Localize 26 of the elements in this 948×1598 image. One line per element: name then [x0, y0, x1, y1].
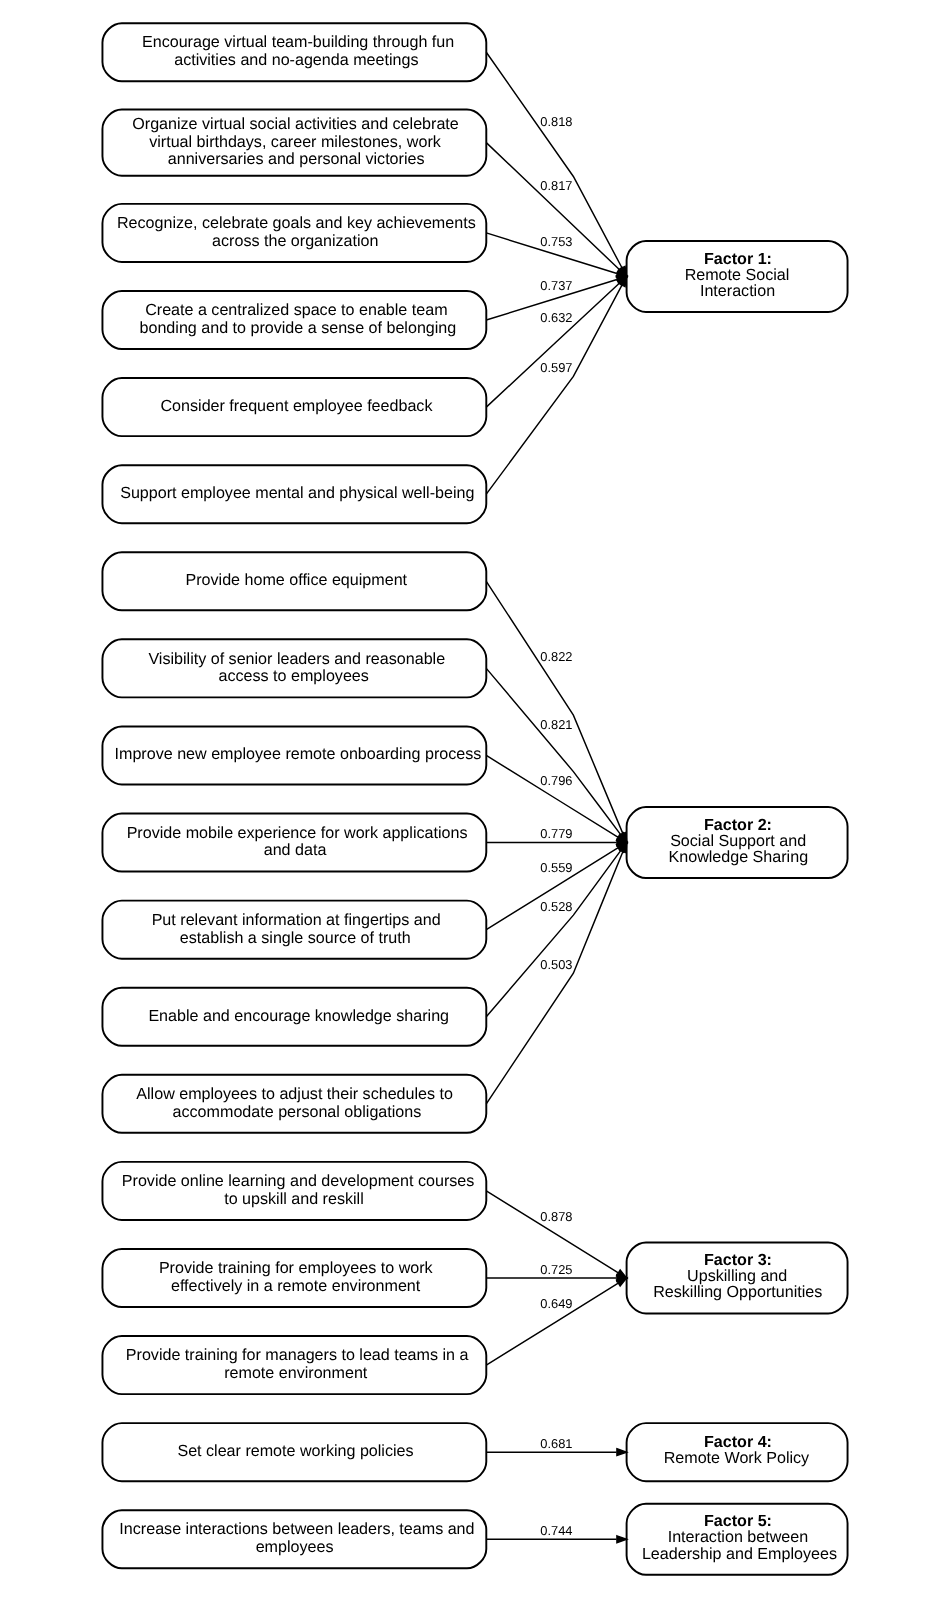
node-box: Factor 2: Social Support and Knowledge Sharing — [624, 806, 848, 879]
node-box: Organize virtual social activities and celebrate virtual birthdays, career milestones, work anniversaries and personal victories — [100, 108, 487, 177]
node-box: Visibility of senior leaders and reasonable access to employees — [100, 638, 487, 699]
node-box: Create a centralized space to enable team bonding and to provide a sense of belonging — [100, 290, 487, 350]
node-box: Recognize, celebrate goals and key achievements across the organization — [100, 202, 487, 263]
node-box: Put relevant information at fingertips and establish a single source of truth — [100, 899, 487, 960]
arrow — [484, 1534, 628, 1544]
node-box: Provide online learning and development courses to upskill and reskill — [100, 1160, 487, 1221]
node-box: Set clear remote working policies — [100, 1422, 487, 1483]
arrow — [484, 1447, 628, 1457]
node-box: Improve new employee remote onboarding process — [100, 725, 487, 786]
node-box: Encourage virtual team-building through fun activities and no-agenda meetings — [100, 22, 487, 83]
node-box: Support employee mental and physical well-being — [100, 464, 487, 525]
arrow — [484, 1276, 628, 1366]
node-box: Allow employees to adjust their schedules to accommodate personal obligations — [100, 1073, 487, 1134]
node-box: Factor 3: Upskilling and Reskilling Opportunities — [624, 1241, 848, 1315]
node-box: Factor 1: Remote Social Interaction — [624, 240, 848, 313]
node-box: Provide training for employees to work effectively in a remote environment — [100, 1248, 487, 1308]
node-box: Increase interactions between leaders, teams and employees — [100, 1509, 487, 1570]
node-box: Provide training for managers to lead teams in a remote environment — [100, 1335, 487, 1396]
node-box: Provide mobile experience for work applications and data — [100, 812, 487, 873]
node-box: Enable and encourage knowledge sharing — [100, 986, 487, 1047]
node-box: Provide home office equipment — [100, 551, 487, 612]
node-box: Factor 5: Interaction between Leadership and Employees — [624, 1502, 848, 1576]
node-box: Consider frequent employee feedback — [100, 377, 487, 438]
node-box: Factor 4: Remote Work Policy — [624, 1422, 848, 1483]
